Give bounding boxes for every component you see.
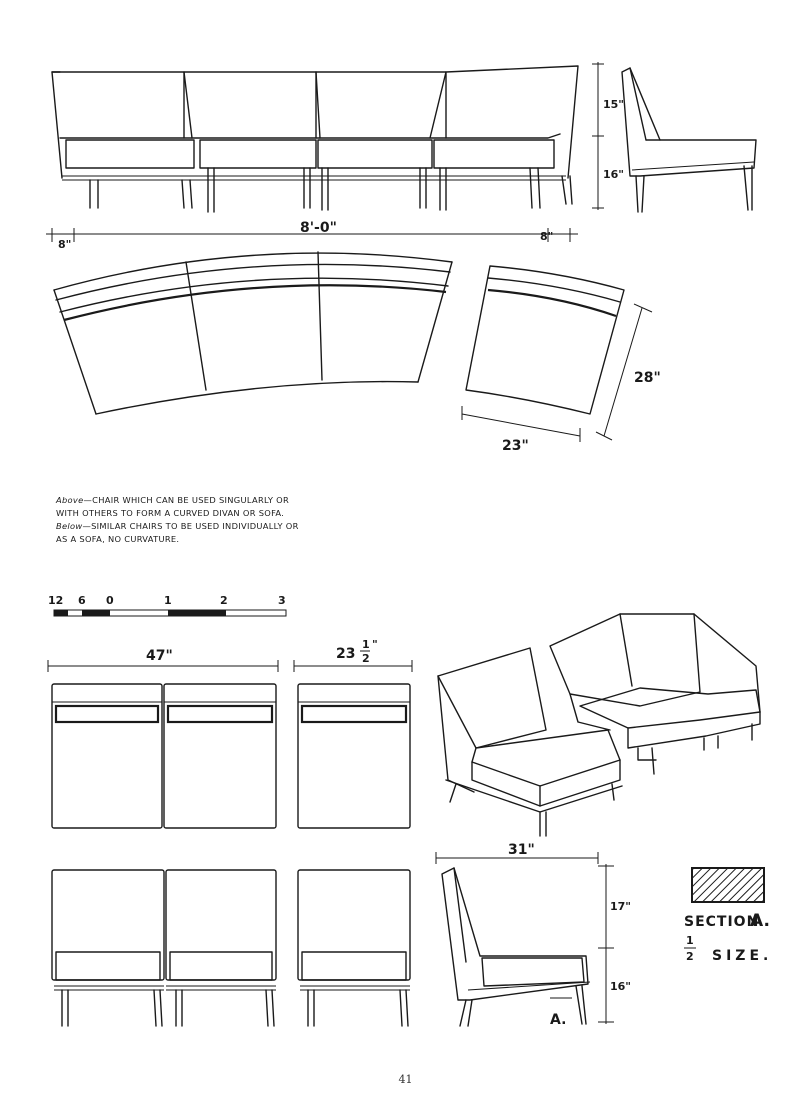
lower-front-elevation <box>51 869 411 1027</box>
scale-tick-1: 1 <box>164 594 172 607</box>
front-chair-1 <box>51 869 165 1027</box>
scale-tick-6: 6 <box>78 594 86 607</box>
section-mark-a: A. <box>550 1012 566 1028</box>
plan-chair-2 <box>163 683 277 829</box>
curved-depth-dim: 28" <box>634 370 661 386</box>
single-width-dim: 23 <box>336 646 355 662</box>
section-depth-dim: 31" <box>508 842 535 858</box>
curved-width-dim: 23" <box>502 438 529 454</box>
section-key: SECTION A. 1 2 SIZE. <box>684 867 772 964</box>
section-letter: A. <box>750 911 770 931</box>
single-width-fraction-den: 2 <box>362 652 370 665</box>
section-hatch-swatch <box>691 867 765 903</box>
section-label: SECTION <box>684 914 759 930</box>
scale-tick-2: 2 <box>220 594 228 607</box>
scale-tick-3: 3 <box>278 594 286 607</box>
plan-chair-1 <box>51 683 163 829</box>
scale-tick-12: 12 <box>48 594 63 607</box>
seat-height-dim: 16" <box>603 168 624 181</box>
right-end-dim: 8" <box>540 230 553 243</box>
lower-plan-view: 47" 23 1 2 " <box>47 638 413 829</box>
perspective-view <box>437 613 761 837</box>
figure-caption: Above—CHAIR WHICH CAN BE USED SINGULARLY… <box>56 494 306 546</box>
front-chair-2 <box>165 869 277 1027</box>
section-scale-text: SIZE. <box>712 948 772 964</box>
curved-plan: 28" 23" <box>53 251 661 454</box>
scale-bar: 12 6 0 1 2 3 <box>48 594 287 617</box>
caption-below-text: —SIMILAR CHAIRS TO BE USED INDIVIDUALLY … <box>56 521 299 544</box>
front-chair-3 <box>297 869 411 1027</box>
caption-below-label: Below <box>56 521 83 531</box>
single-width-fraction-num: 1 <box>362 638 370 651</box>
left-end-dim: 8" <box>58 238 71 251</box>
section-scale-den: 2 <box>686 950 694 963</box>
scale-tick-0: 0 <box>106 594 114 607</box>
plan-chair-3 <box>297 683 411 829</box>
back-height-dim: 15" <box>603 98 624 111</box>
side-section: 31" 17" 16" A. <box>435 842 631 1028</box>
single-width-unit: " <box>372 638 378 651</box>
caption-above-label: Above <box>56 495 84 505</box>
section-seat-height-dim: 16" <box>610 980 631 993</box>
page-number: 41 <box>398 1073 413 1086</box>
overall-width-dim: 8'-0" <box>300 220 337 236</box>
section-scale-num: 1 <box>686 934 694 947</box>
top-side-elevation: 15" 16" <box>592 62 757 213</box>
top-front-elevation: 8'-0" 8" 8" <box>46 65 579 251</box>
section-back-height-dim: 17" <box>610 900 631 913</box>
pair-width-dim: 47" <box>146 648 173 664</box>
caption-above-text: —CHAIR WHICH CAN BE USED SINGULARLY OR W… <box>56 495 290 518</box>
